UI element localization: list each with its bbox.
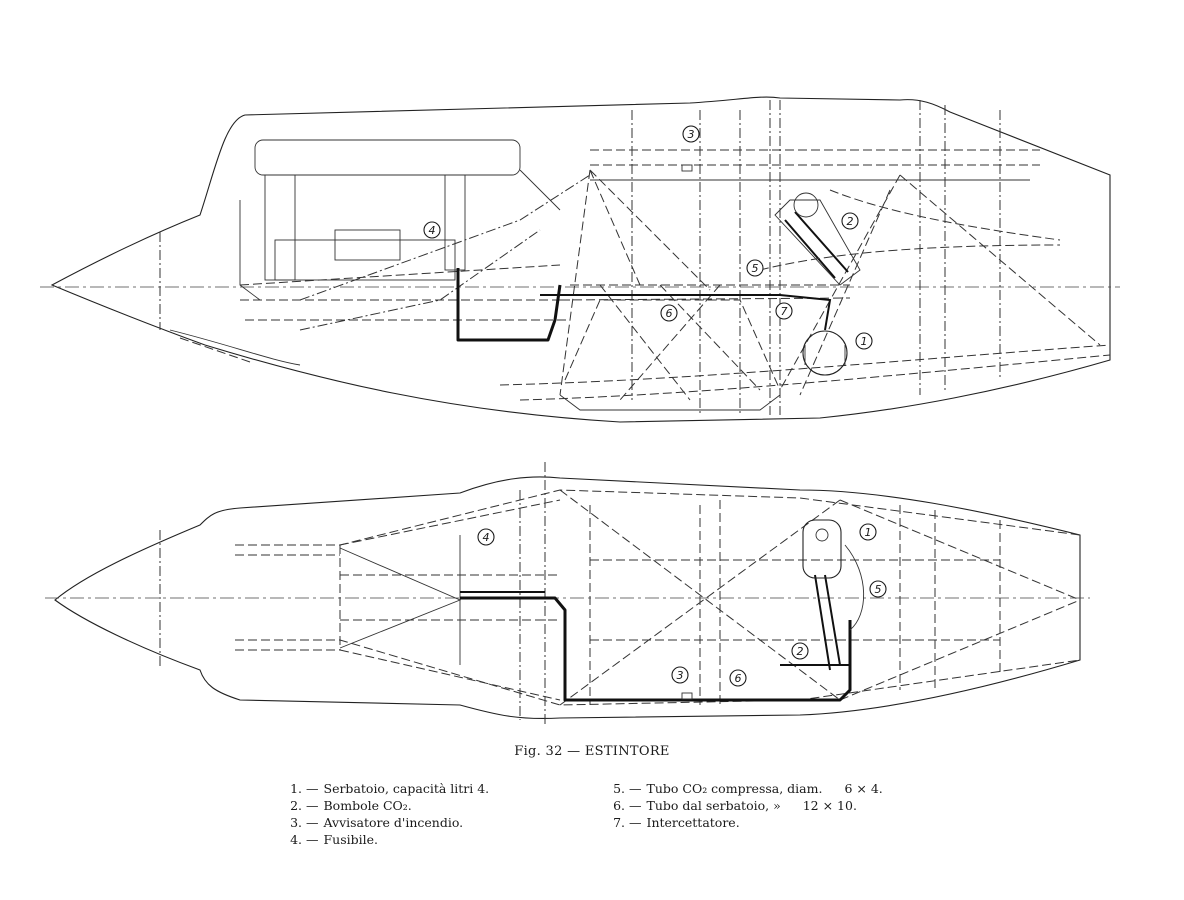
svg-text:3: 3	[677, 669, 684, 682]
legend-left: 1.—Serbatoio, capacità litri 4. 2.—Bombo…	[280, 780, 489, 848]
svg-text:7: 7	[781, 305, 788, 318]
svg-text:5: 5	[752, 262, 759, 275]
svg-text:4: 4	[429, 224, 436, 237]
marker-side-1: 1	[855, 332, 873, 350]
svg-text:6: 6	[666, 307, 673, 320]
legend-number: 3.	[290, 815, 302, 830]
side-pipe-serbatoio	[456, 268, 562, 342]
legend-number: 4.	[290, 832, 302, 847]
marker-top-5: 5	[869, 580, 887, 598]
svg-text:6: 6	[735, 672, 742, 685]
top-pipe-serbatoio	[460, 596, 852, 702]
marker-side-3: 3	[682, 125, 700, 143]
marker-side-4: 4	[423, 221, 441, 239]
legend-number: 2.	[290, 798, 302, 813]
marker-top-6: 6	[729, 669, 747, 687]
marker-side-6: 6	[660, 304, 678, 322]
svg-text:5: 5	[875, 583, 882, 596]
legend-item: 1.—Serbatoio, capacità litri 4.	[280, 780, 489, 797]
legend-text: Avvisatore d'incendio.	[323, 815, 464, 830]
marker-top-2: 2	[791, 642, 809, 660]
svg-text:4: 4	[483, 531, 490, 544]
legend-number: 1.	[290, 781, 302, 796]
marker-top-4: 4	[477, 528, 495, 546]
legend-item: 7.—Intercettatore.	[603, 814, 883, 831]
legend-text: Bombole CO₂.	[323, 798, 412, 813]
svg-text:1: 1	[865, 526, 872, 539]
marker-side-5: 5	[746, 259, 764, 277]
engine	[239, 139, 570, 321]
legend-text: Fusibile.	[323, 832, 379, 847]
legend-item: 2.—Bombole CO₂.	[280, 797, 489, 814]
legend-item: 3.—Avvisatore d'incendio.	[280, 814, 489, 831]
legend-text: Serbatoio, capacità litri 4.	[323, 781, 490, 796]
legend-spec: 12 × 10.	[802, 798, 857, 813]
svg-text:2: 2	[847, 215, 854, 228]
top-reservoir	[802, 519, 842, 579]
figure-caption: Fig. 32 — ESTINTORE	[514, 744, 670, 759]
side-co2-bottles	[774, 192, 861, 286]
legend-right: 5.—Tubo CO₂ compressa, diam.6 × 4. 6.—Tu…	[603, 780, 883, 831]
marker-side-2: 2	[841, 212, 859, 230]
svg-text:2: 2	[797, 645, 804, 658]
legend-item: 5.—Tubo CO₂ compressa, diam.6 × 4.	[603, 780, 883, 797]
svg-text:3: 3	[688, 128, 695, 141]
side-view	[40, 96, 1120, 423]
side-reservoir	[802, 330, 848, 376]
marker-top-1: 1	[859, 523, 877, 541]
legend-text: Tubo dal serbatoio, »	[646, 798, 781, 813]
aircraft-drawing: .outline { fill:none; stroke:#222; strok…	[40, 96, 1120, 725]
legend-number: 6.	[613, 798, 625, 813]
svg-text:1: 1	[861, 335, 868, 348]
marker-side-7: 7	[775, 302, 793, 320]
legend-spec: 6 × 4.	[844, 781, 883, 796]
top-fuselage-outline	[54, 476, 1081, 720]
legend-item: 6.—Tubo dal serbatoio, »12 × 10.	[603, 797, 883, 814]
side-fuselage-outline	[50, 96, 1111, 423]
top-view	[45, 462, 1090, 725]
legend-text: Intercettatore.	[646, 815, 740, 830]
legend-number: 7.	[613, 815, 625, 830]
legend-number: 5.	[613, 781, 625, 796]
legend-text: Tubo CO₂ compressa, diam.	[646, 781, 823, 796]
marker-top-3: 3	[671, 666, 689, 684]
legend-item: 4.—Fusibile.	[280, 831, 489, 848]
